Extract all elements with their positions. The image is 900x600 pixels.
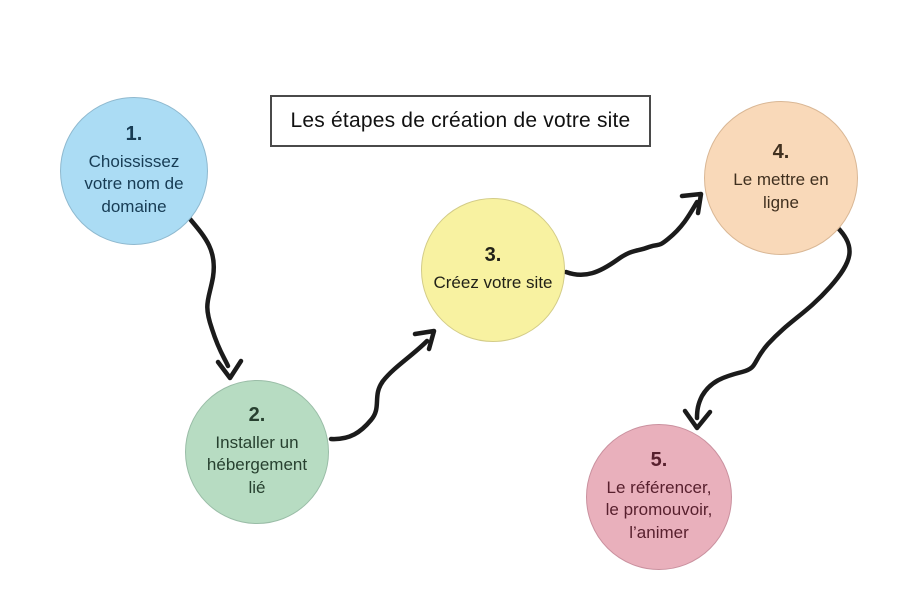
step-circle-5-referencer: 5. Le référencer, le promouvoir, l’anime… bbox=[586, 424, 732, 570]
step-number: 3. bbox=[484, 244, 502, 267]
arrow-step3-to-step4 bbox=[563, 191, 704, 278]
step-label: Créez votre site bbox=[433, 273, 553, 293]
step-label: Le mettre en ligne bbox=[733, 170, 829, 212]
step-circle-1-nom-de-domaine: 1. Choississez votre nom de domaine bbox=[60, 97, 208, 245]
step-label: Le référencer, le promouvoir, l’animer bbox=[605, 477, 713, 542]
arrow-step4-to-step5 bbox=[682, 224, 852, 431]
step-number: 2. bbox=[248, 403, 266, 426]
step-label: Choississez votre nom de domaine bbox=[84, 151, 184, 216]
diagram-title-box: Les étapes de création de votre site bbox=[270, 95, 651, 147]
step-number: 1. bbox=[125, 122, 143, 145]
diagram-title: Les étapes de création de votre site bbox=[290, 109, 631, 132]
arrow-step2-to-step3 bbox=[328, 328, 437, 442]
step-circle-2-hebergement: 2. Installer un hébergement lié bbox=[185, 380, 329, 524]
arrow-step1-to-step2 bbox=[187, 216, 244, 381]
step-circle-3-creez-site: 3. Créez votre site bbox=[421, 198, 565, 342]
step-number: 4. bbox=[772, 141, 790, 164]
step-number: 5. bbox=[650, 448, 668, 471]
step-circle-4-mettre-en-ligne: 4. Le mettre en ligne bbox=[704, 101, 858, 255]
step-label: Installer un hébergement lié bbox=[206, 432, 308, 497]
